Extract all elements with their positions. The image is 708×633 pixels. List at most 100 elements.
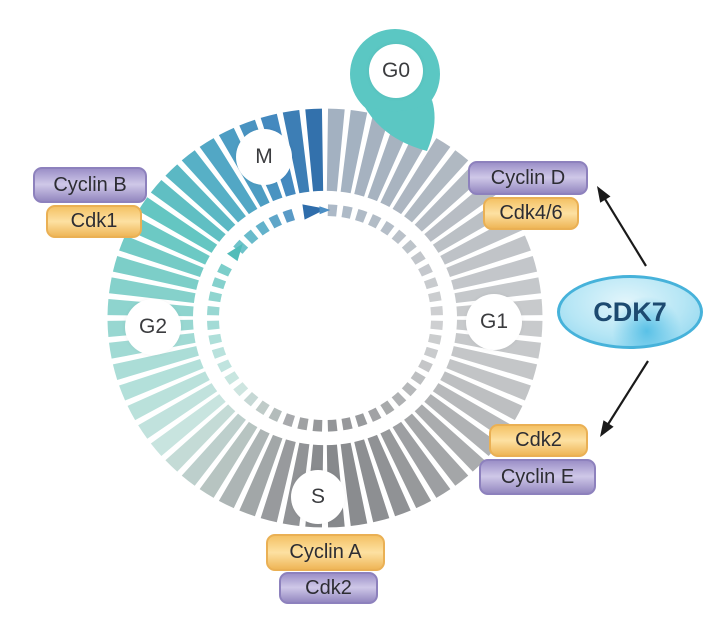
wheel-segment: [404, 150, 469, 223]
wheel-segment: [454, 277, 541, 303]
direction-dash: [423, 346, 439, 359]
direction-dash: [410, 371, 426, 385]
wheel-segment: [138, 383, 218, 439]
direction-dash: [418, 359, 433, 373]
badge-cdk4-6: Cdk4/6: [483, 197, 579, 230]
wheel-segment: [119, 358, 204, 401]
wheel-segment: [451, 256, 538, 290]
direction-dash: [233, 382, 249, 397]
direction-dash: [211, 277, 227, 290]
direction-dash: [391, 391, 407, 407]
direction-dash: [268, 214, 282, 229]
wheel-segment: [414, 404, 485, 472]
wheel-segment: [181, 150, 246, 223]
wheel-segment: [392, 421, 451, 498]
wheel-segment: [282, 110, 310, 194]
wheel-segment: [199, 421, 258, 498]
wheel-segment: [112, 256, 199, 290]
direction-dash: [410, 251, 426, 265]
wheel-segment: [404, 413, 469, 486]
phase-circle-g1: G1: [466, 294, 522, 350]
wheel-segment: [165, 404, 236, 472]
direction-dash: [243, 229, 259, 245]
direction-dash: [355, 413, 368, 427]
direction-dash: [428, 291, 442, 303]
phase-circle-m: M: [236, 129, 292, 185]
wheel-segment: [414, 164, 485, 232]
wheel-segment: [354, 113, 390, 197]
wheel-segment: [446, 235, 531, 278]
direction-dash: [355, 209, 368, 223]
direction-dash: [418, 263, 433, 277]
wheel-segment: [340, 110, 368, 194]
phase-circle-s: S: [291, 470, 345, 524]
wheel-segment: [340, 442, 368, 526]
wheel-segment: [440, 371, 523, 421]
direction-dash: [268, 407, 282, 422]
direction-dash: [207, 306, 220, 316]
direction-dash: [243, 391, 259, 407]
direction-dash: [211, 346, 227, 359]
badge-cyclin-a: Cyclin A: [266, 534, 385, 571]
direction-dash: [430, 320, 443, 330]
direction-dash: [430, 306, 443, 316]
wheel-segment: [326, 108, 345, 192]
direction-dash: [282, 413, 295, 427]
wheel-segment: [446, 358, 531, 401]
direction-dash: [401, 382, 417, 397]
wheel-segment: [392, 138, 451, 215]
direction-dash: [428, 333, 442, 345]
badge-cyclin-e: Cyclin E: [479, 459, 596, 495]
direction-dash: [255, 400, 270, 415]
direction-dash: [423, 277, 439, 290]
wheel-segment: [451, 346, 538, 380]
wheel-segment: [199, 138, 258, 215]
direction-dash: [327, 419, 338, 432]
wheel-segment: [112, 346, 199, 380]
phase-circle-g0: G0: [369, 44, 423, 98]
direction-dash: [391, 229, 407, 245]
phase-circle-g2: G2: [125, 299, 181, 355]
cdk7-arrow-line: [602, 195, 647, 267]
wheel-segment: [127, 215, 210, 265]
badge-cdk1: Cdk1: [46, 205, 142, 238]
cdk7-arrow-line: [605, 360, 649, 428]
direction-dash: [368, 214, 382, 229]
badge-cyclin-d: Cyclin D: [468, 161, 588, 195]
cdk7-arrowhead: [597, 186, 611, 203]
direction-dash: [368, 407, 382, 422]
direction-arrowhead: [227, 243, 243, 262]
wheel-segment: [150, 180, 226, 242]
wheel-segment: [165, 164, 236, 232]
wheel-segment: [138, 197, 218, 253]
direction-dash: [380, 400, 395, 415]
g0-balloon-tail: [363, 100, 435, 151]
direction-dash: [312, 419, 323, 432]
wheel-segment: [367, 434, 411, 517]
direction-dash: [401, 239, 417, 254]
direction-dash: [327, 204, 338, 217]
wheel-segment: [260, 439, 296, 523]
badge-cdk2-right: Cdk2: [489, 424, 588, 457]
direction-arrowhead: [319, 206, 331, 215]
direction-dash: [255, 221, 270, 236]
wheel-segment: [181, 413, 246, 486]
direction-dash: [208, 291, 222, 303]
cdk7-arrowhead: [600, 420, 614, 437]
badge-cyclin-b: Cyclin B: [33, 167, 147, 203]
direction-dash: [217, 263, 232, 277]
cdk7-ellipse: CDK7: [557, 275, 703, 349]
wheel-segment: [150, 394, 226, 456]
direction-dash: [380, 221, 395, 236]
wheel-segment: [218, 428, 270, 509]
badge-cdk2-bottom: Cdk2: [279, 572, 378, 604]
wheel-segment: [127, 371, 210, 421]
wheel-segment: [239, 434, 283, 517]
wheel-segment: [424, 394, 500, 456]
wheel-segment: [380, 428, 432, 509]
wheel-segment: [424, 180, 500, 242]
direction-dash: [224, 371, 240, 385]
direction-dash: [207, 320, 220, 330]
wheel-segment: [305, 108, 324, 192]
